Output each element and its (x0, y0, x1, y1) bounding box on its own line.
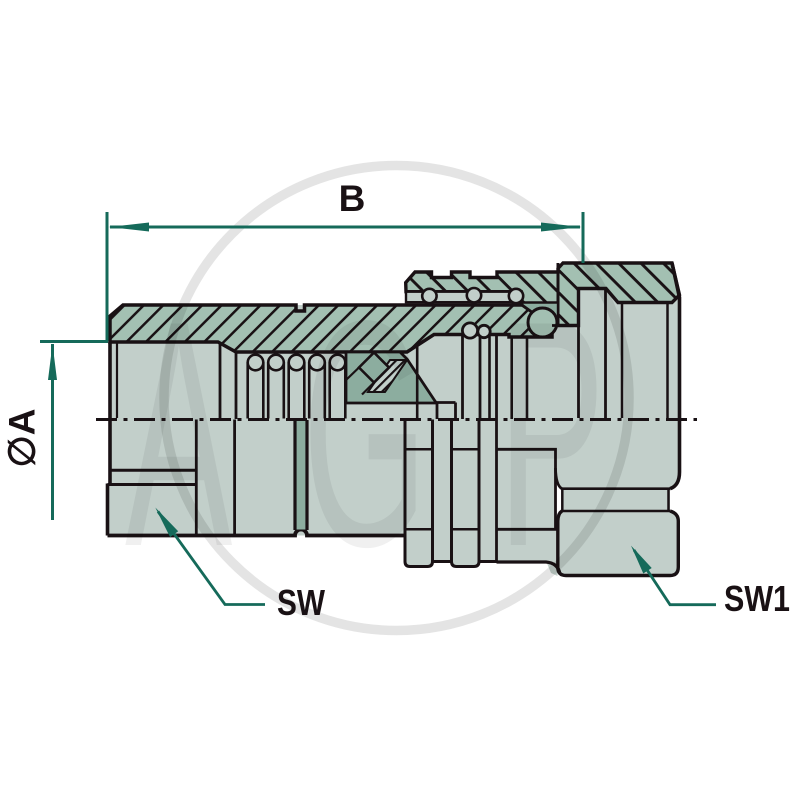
svg-text:SW: SW (277, 582, 325, 623)
svg-text:B: B (339, 178, 366, 219)
svg-text:AGP: AGP (125, 254, 675, 613)
svg-text:SW1: SW1 (724, 578, 790, 619)
svg-text:∅A: ∅A (2, 409, 43, 468)
